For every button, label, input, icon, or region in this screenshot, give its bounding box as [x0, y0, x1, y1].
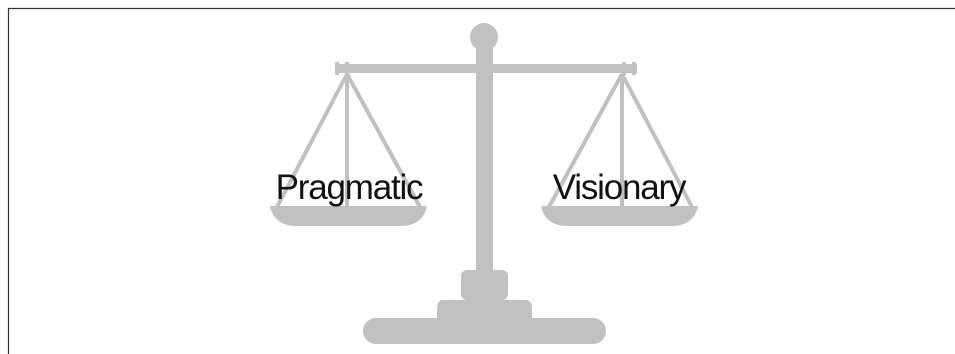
left-pan-strings — [275, 73, 422, 208]
left-pan-label: Pragmatic — [276, 168, 423, 207]
scale-beam — [335, 64, 637, 73]
right-hook-inner — [622, 62, 626, 75]
right-hook-outer — [632, 62, 636, 75]
scale-base-block — [461, 270, 508, 300]
left-pan — [270, 206, 427, 226]
scale-base-foot — [363, 318, 606, 344]
right-pan-strings — [547, 73, 694, 208]
balance-scale — [270, 23, 698, 344]
left-hook-outer — [335, 62, 339, 75]
frame-border — [7, 7, 955, 354]
scale-pillar — [476, 42, 493, 282]
left-hook-inner — [345, 62, 349, 75]
right-pan — [541, 206, 698, 226]
right-pan-label: Visionary — [553, 168, 687, 207]
scale-base-step — [437, 300, 532, 322]
